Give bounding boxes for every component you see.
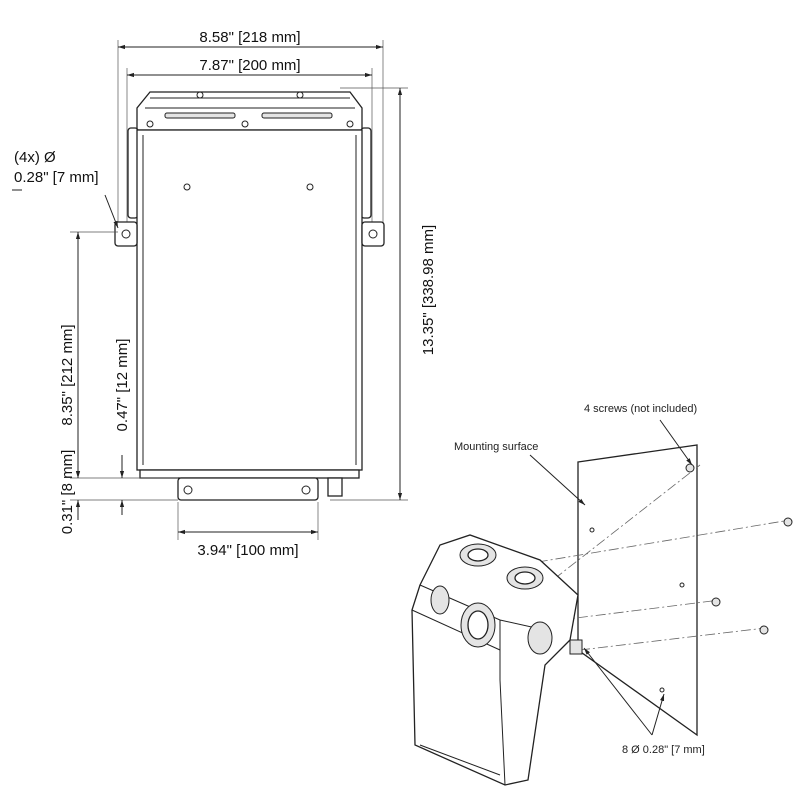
hole-count-label: (4x) Ø [14, 149, 56, 166]
screws-label: 4 screws (not included) [584, 403, 697, 415]
mounting-surface-plate [577, 444, 698, 737]
mounting-surface-label: Mounting surface [454, 441, 538, 453]
device-isometric [411, 534, 583, 786]
screw-icon [783, 517, 793, 527]
mounting-holes-label: 8 Ø 0.28" [7 mm] [622, 744, 705, 756]
front-view-enclosure [114, 40, 408, 501]
overall-height-label: 13.35" [338.98 mm] [420, 225, 437, 355]
hole-size-label: 0.28" [7 mm] [14, 169, 99, 186]
screw-icon [685, 463, 695, 473]
bottom-tab-height-label: 0.31" [8 mm] [59, 450, 76, 535]
mounting-view [411, 419, 793, 786]
screw-icon [711, 597, 721, 607]
mount-height-label: 8.35" [212 mm] [59, 324, 76, 425]
screw-icon [759, 625, 769, 635]
tab-offset-label: 0.47" [12 mm] [114, 339, 131, 432]
overall-width-label: 8.58" [218 mm] [199, 29, 300, 46]
mount-width-label: 7.87" [200 mm] [199, 57, 300, 74]
bottom-tab-width-label: 3.94" [100 mm] [197, 542, 298, 559]
